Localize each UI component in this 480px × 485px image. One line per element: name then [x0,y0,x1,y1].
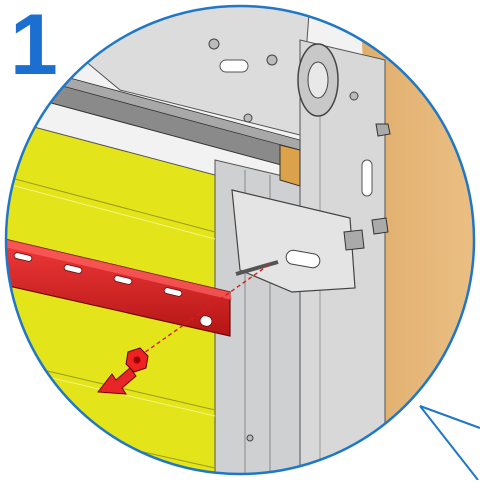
hex-nut [125,347,149,373]
frame-slot [361,159,373,197]
panel-groove [6,181,216,240]
pulley-hub [307,61,329,99]
channel-screw [246,434,254,442]
rail-highlight [6,238,232,300]
callout-line [419,405,479,481]
callout-line [419,405,480,429]
frame-nut [371,217,389,235]
housing-bolt [243,113,253,123]
housing-bolt [266,54,278,66]
panel-groove [6,174,216,233]
housing-slot [219,59,249,73]
bracket-slot [285,249,321,269]
bracket-nut [343,229,365,251]
step-number: 1 [10,0,58,93]
bracket-bolt [235,260,279,276]
removal-arrow-icon [97,367,137,395]
housing-bolt [208,38,220,50]
rail-slots [13,252,213,327]
frame-nut [375,123,391,137]
magnifier-outline [4,4,476,476]
wood-block [279,144,301,187]
frame-bolt [349,91,359,101]
